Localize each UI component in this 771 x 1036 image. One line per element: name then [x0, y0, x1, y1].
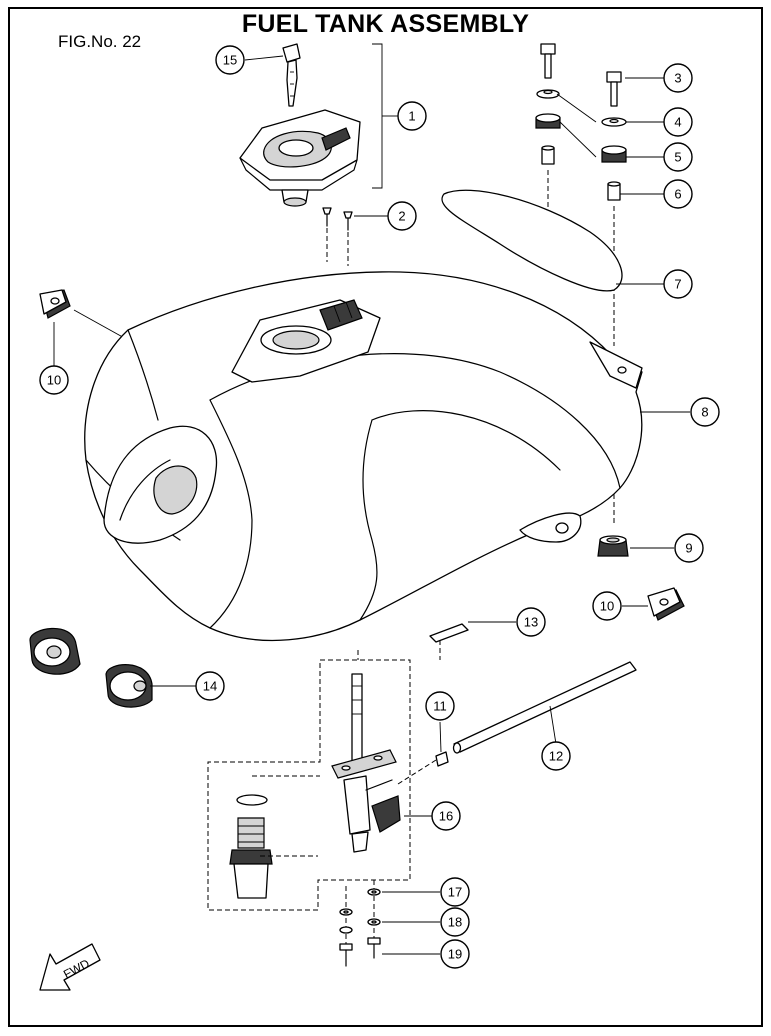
svg-text:3: 3	[674, 71, 681, 86]
figure-title: FUEL TANK ASSEMBLY	[241, 10, 530, 38]
svg-text:17: 17	[448, 885, 462, 900]
callout-2: 2	[387, 201, 417, 231]
svg-text:10: 10	[600, 599, 614, 614]
rubber-pad	[441, 189, 623, 292]
callout-8: 8	[690, 397, 720, 427]
drawing-frame	[8, 7, 763, 1027]
fuel-cock-fasteners	[339, 880, 440, 967]
svg-text:8: 8	[701, 405, 708, 420]
callout-18: 18	[440, 907, 470, 937]
callout-10-left: 10	[39, 365, 69, 395]
ignition-key	[282, 43, 301, 107]
svg-text:1: 1	[408, 109, 415, 124]
callout-9: 9	[674, 533, 704, 563]
forward-arrow: FWD	[39, 943, 101, 991]
fuel-tank	[84, 271, 643, 642]
svg-text:15: 15	[223, 53, 237, 68]
callout-13: 13	[516, 607, 546, 637]
fuel-cap	[239, 109, 361, 207]
svg-text:4: 4	[674, 115, 681, 130]
bolt-stack-right	[601, 71, 664, 524]
callout-11: 11	[425, 691, 455, 721]
callout-5: 5	[663, 142, 693, 172]
figure-number: FIG.No. 22	[58, 32, 142, 51]
svg-text:10: 10	[47, 373, 61, 388]
svg-text:16: 16	[439, 809, 453, 824]
svg-text:9: 9	[685, 541, 692, 556]
callout-6: 6	[663, 179, 693, 209]
cap-screws	[322, 207, 388, 266]
svg-text:14: 14	[203, 679, 217, 694]
svg-text:13: 13	[524, 615, 538, 630]
hose-clip	[429, 623, 469, 643]
callout-12: 12	[541, 741, 571, 771]
callout-16: 16	[431, 801, 461, 831]
fuel-filter	[229, 775, 320, 899]
callout-4: 4	[663, 107, 693, 137]
callout-7: 7	[663, 269, 693, 299]
svg-text:11: 11	[433, 699, 447, 714]
svg-text:19: 19	[448, 947, 462, 962]
callout-17: 17	[440, 877, 470, 907]
tank-cushion-left	[39, 289, 129, 368]
svg-text:2: 2	[398, 209, 405, 224]
tank-cushion-right	[622, 587, 685, 621]
bolt-stack-left	[535, 43, 561, 222]
rubber-grommet	[597, 535, 674, 557]
group-bracket-1	[372, 43, 383, 189]
svg-text:12: 12	[549, 749, 563, 764]
callout-19: 19	[440, 939, 470, 969]
callout-1: 1	[397, 101, 427, 131]
svg-text:6: 6	[674, 187, 681, 202]
callout-14: 14	[195, 671, 225, 701]
callout-15: 15	[215, 45, 245, 75]
svg-text:5: 5	[674, 150, 681, 165]
fuel-hose	[452, 661, 637, 754]
svg-text:18: 18	[448, 915, 462, 930]
fuel-cock	[207, 640, 441, 911]
hose-clamp	[435, 721, 449, 767]
callout-3: 3	[663, 63, 693, 93]
svg-text:7: 7	[674, 277, 681, 292]
rubber-dampers	[29, 627, 196, 708]
callout-10-right: 10	[592, 591, 622, 621]
